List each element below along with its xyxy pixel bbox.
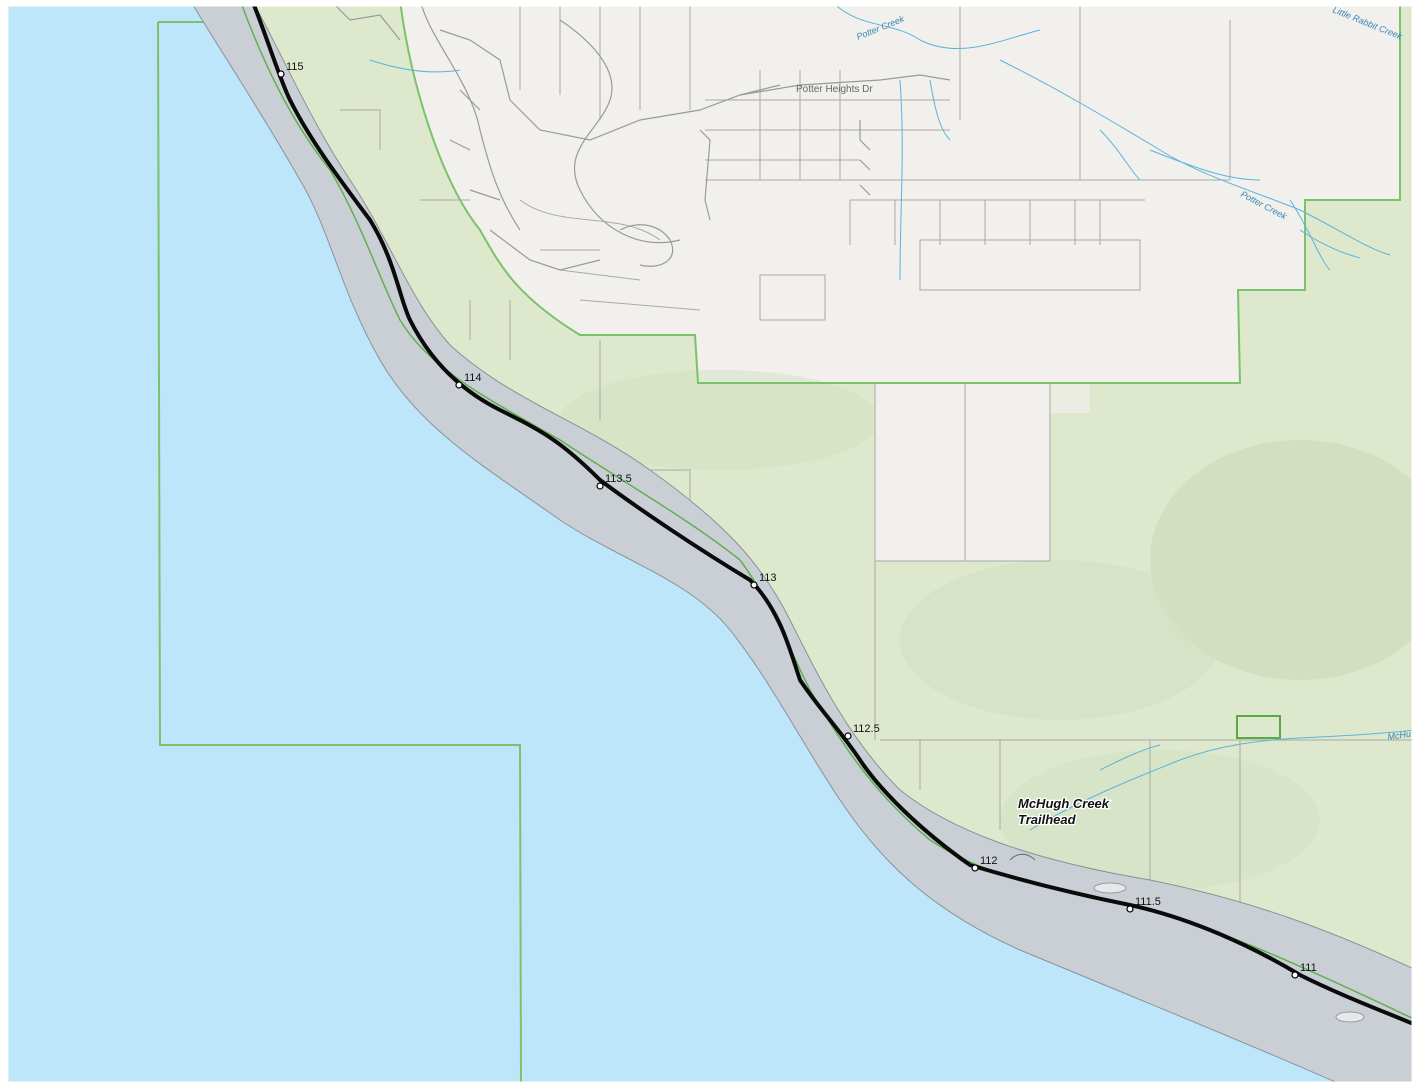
subdivision-roads [335,6,951,271]
milepost-label: 112 [980,855,998,867]
milepost-label: 112.5 [853,723,880,735]
milepost-label: 111.5 [1135,896,1161,908]
milepost-label: 111 [1300,962,1317,974]
milepost-label: 114 [464,372,482,384]
poi-label-line1[interactable]: McHugh Creek [1017,795,1111,813]
inholding-boundary [1236,715,1281,739]
private-parcel-small [1050,383,1090,413]
private-parcel-block [875,383,1050,561]
milepost-marker-icon[interactable] [971,864,979,872]
seward-highway [252,6,1412,1026]
milepost-marker-icon[interactable] [1126,905,1134,913]
street-label-potter-heights: Potter Heights Dr [796,84,873,95]
park-boundary-east [399,6,1401,384]
milepost-marker-icon[interactable] [844,732,852,740]
map-frame [7,5,1413,1083]
creek-label-mchugh: McHu [1387,729,1412,742]
creeks [369,6,1412,831]
milepost-marker-icon[interactable] [455,381,463,389]
hillshade-1 [1150,440,1412,680]
milepost-label: 113 [759,572,777,584]
poi-label-line2[interactable]: Trailhead [1017,811,1078,829]
wayside-1 [1093,882,1127,894]
milepost-marker-icon[interactable] [750,581,758,589]
parcel-lines [340,6,1412,950]
hillshade-2 [900,560,1220,720]
milepost-marker-icon[interactable] [277,70,285,78]
hillshade-3 [560,370,880,470]
milepost-label: 113.5 [605,473,632,485]
milepost-marker-icon[interactable] [596,482,604,490]
wayside-2 [1335,1011,1365,1023]
milepost-label: 115 [286,61,304,73]
highway-corridor [193,6,1412,1082]
mileposts: 115 114 113.5 113 112.5 112 111.5 111 [277,61,1317,979]
trailhead-access-road [1009,853,1036,861]
milepost-marker-icon[interactable] [1291,971,1299,979]
